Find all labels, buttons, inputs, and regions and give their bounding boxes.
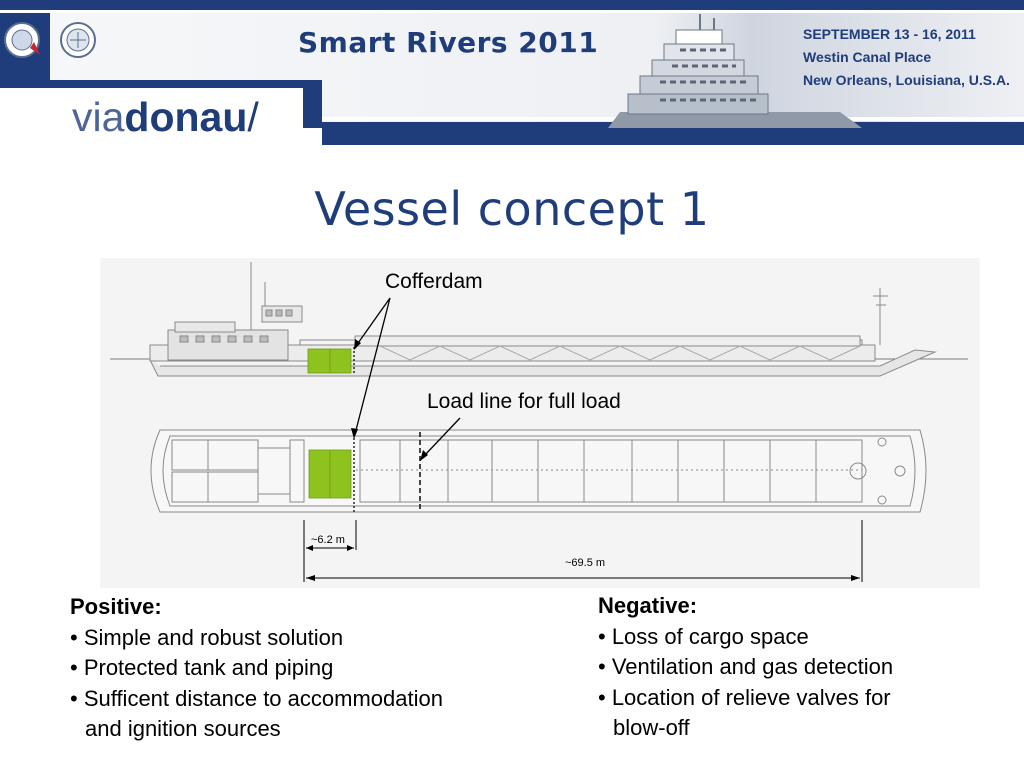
dimension-long-label: ~69.5 m <box>565 557 606 569</box>
callout-arrows <box>351 297 461 461</box>
cofferdam-label: Cofferdam <box>385 270 483 293</box>
slide-title: Vessel concept 1 <box>314 182 710 236</box>
seal-logo-left <box>4 22 40 58</box>
plan-view <box>150 429 927 513</box>
seal-logo-right <box>60 22 96 58</box>
event-venue: Westin Canal Place <box>803 49 932 65</box>
towboat-illustration <box>608 14 862 128</box>
list-item: • Simple and robust solution <box>70 624 344 650</box>
negative-list: Negative: • Loss of cargo space • Ventil… <box>598 591 1018 744</box>
event-title: Smart Rivers 2011 <box>298 26 599 59</box>
list-item: • Ventilation and gas detection <box>598 654 894 679</box>
positive-list: Positive: • Simple and robust solution •… <box>70 592 540 745</box>
event-date: SEPTEMBER 13 - 16, 2011 <box>803 26 976 42</box>
event-city: New Orleans, Louisiana, U.S.A. <box>803 72 1010 88</box>
list-item: • Location of relieve valves for <box>598 684 891 710</box>
list-item: • Protected tank and piping <box>70 655 334 680</box>
brand-logo: viadonau/ <box>72 92 259 142</box>
brand-slash-icon: / <box>247 94 259 140</box>
positive-heading: Positive: <box>70 594 162 619</box>
list-item: • Loss of cargo space <box>598 623 809 649</box>
tank-side-view <box>307 348 352 374</box>
vessel-drawing <box>100 258 980 588</box>
list-item: • Sufficent distance to accommodation <box>70 685 443 711</box>
load-line-label: Load line for full load <box>427 390 621 413</box>
list-item-continuation: and ignition sources <box>85 716 281 741</box>
header-banner <box>0 0 1024 145</box>
brand-donau: donau <box>124 94 248 140</box>
dimension-short-label: ~6.2 m <box>311 534 345 546</box>
brand-via: via <box>72 94 125 140</box>
dimension-lines <box>303 520 863 582</box>
negative-heading: Negative: <box>598 593 698 618</box>
list-item-continuation: blow-off <box>613 715 690 740</box>
